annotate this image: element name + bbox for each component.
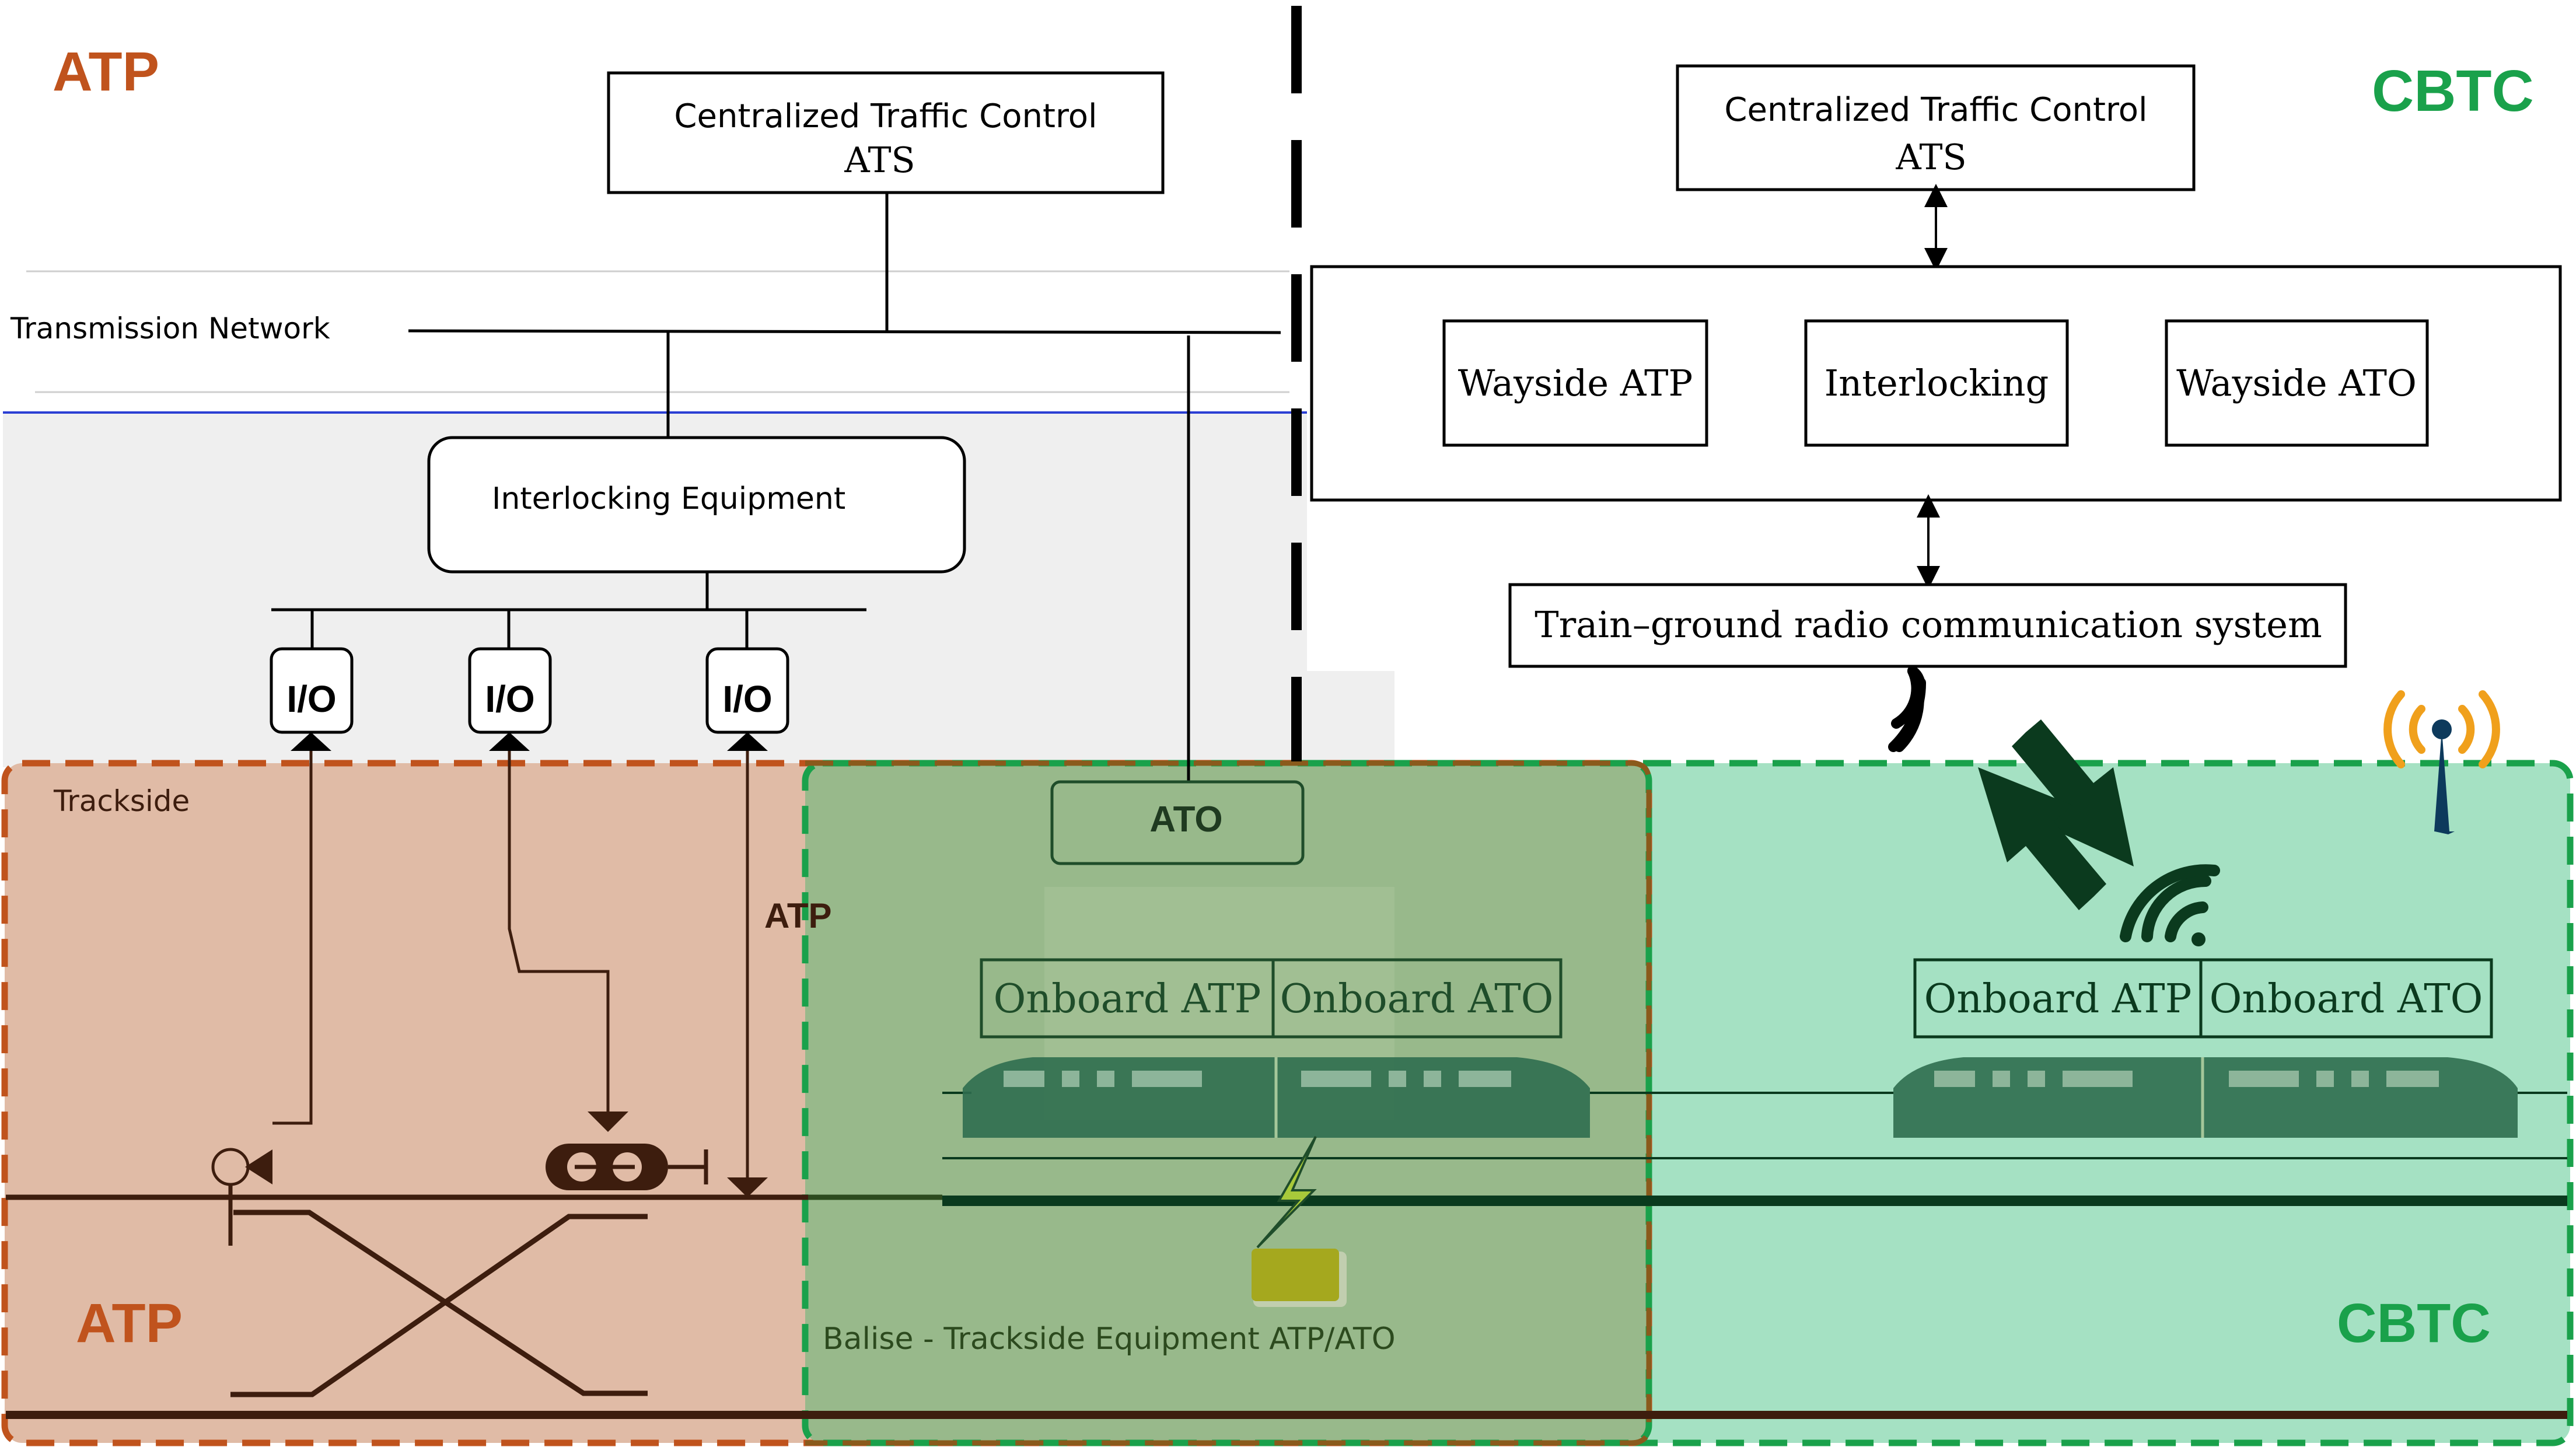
train-icon-right <box>1893 1057 2518 1138</box>
interlocking-box <box>1804 319 2069 447</box>
right-onboard-atp-label: Onboard ATP <box>1924 976 2192 1022</box>
atp-title: ATP <box>53 41 159 103</box>
io-label-2: I/O <box>485 678 534 720</box>
left-onboard-ato-label: Onboard ATO <box>1280 976 1554 1022</box>
interlocking-equipment-label: Interlocking Equipment <box>492 481 845 516</box>
ground-wifi-icon <box>1888 666 1927 752</box>
wayside-atp-label: Wayside ATP <box>1458 362 1693 404</box>
io2-arrowhead <box>489 732 530 751</box>
atp-vertical-label: ATP <box>764 896 832 935</box>
train-icon <box>963 1057 1590 1138</box>
io3-arrowhead-top <box>727 732 768 751</box>
atp-ats-box <box>607 71 1165 194</box>
interlocking-label: Interlocking <box>1824 362 2049 404</box>
atp-bottom-title: ATP <box>76 1292 183 1354</box>
right-onboard-ato-label: Onboard ATO <box>2210 976 2483 1022</box>
switch-motor-icon <box>546 1144 708 1190</box>
radio-system-label: Train–ground radio communication system <box>1535 603 2322 646</box>
lightning-icon <box>1256 1136 1317 1249</box>
interlocking-equipment-box <box>427 436 966 574</box>
io1-to-signal-line <box>272 751 313 1125</box>
atp-ats-line2: ATS <box>844 140 915 181</box>
balise-label: Balise - Trackside Equipment ATP/ATO <box>823 1322 1396 1357</box>
io-label-3: I/O <box>722 678 772 720</box>
wayside-ato-label: Wayside ATO <box>2176 362 2417 404</box>
ato-box <box>1050 780 1305 865</box>
cbtc-ats-box <box>1676 64 2196 191</box>
crossover-tracks <box>230 1210 648 1397</box>
radio-bidirectional-arrows <box>1978 719 2134 910</box>
trackside-label: Trackside <box>53 784 190 818</box>
antenna-icon <box>2383 690 2500 834</box>
io3-arrowhead-bottom <box>727 1177 768 1197</box>
io1-arrowhead <box>291 732 331 751</box>
cbtc-ats-line2: ATS <box>1895 137 1966 178</box>
transmission-network-line <box>408 329 1281 334</box>
io2-to-switch-line <box>508 751 610 1112</box>
cbtc-title: CBTC <box>2372 58 2534 124</box>
transmission-network-label: Transmission Network <box>10 312 330 345</box>
io-box-2 <box>468 647 552 734</box>
wayside-ato-box <box>2165 319 2429 447</box>
wifi-icon <box>2120 864 2220 946</box>
balise-icon <box>1252 1249 1347 1307</box>
cbtc-bottom-title: CBTC <box>2337 1292 2491 1354</box>
io-label-1: I/O <box>286 678 336 720</box>
left-onboard-atp-label: Onboard ATP <box>994 976 1261 1022</box>
cbtc-ats-line1: Centralized Traffic Control <box>1724 91 2147 129</box>
right-onboard-ato-box <box>2199 958 2493 1039</box>
atp-zone-border-over-overlap <box>805 760 1652 1446</box>
io-box-1 <box>270 647 354 734</box>
radio-system-box <box>1508 583 2347 668</box>
switch-arrowhead <box>588 1112 628 1132</box>
wayside-atp-box <box>1442 319 1708 447</box>
atp-ats-line1: Centralized Traffic Control <box>674 97 1097 135</box>
left-onboard-ato-box <box>1271 958 1563 1039</box>
ato-label: ATO <box>1149 799 1222 840</box>
